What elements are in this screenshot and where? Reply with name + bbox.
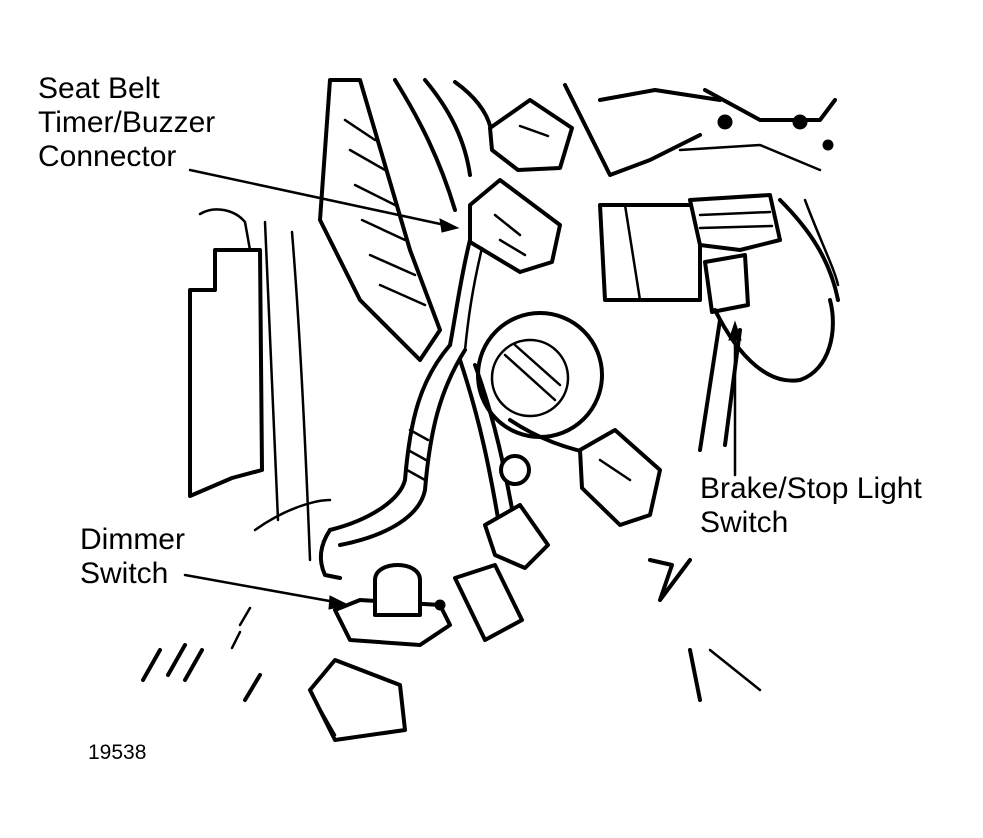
upper-connector <box>488 98 574 172</box>
brake-switch-connector <box>688 193 782 252</box>
dimmer-switch-label: Dimmer Switch <box>80 525 185 589</box>
brake-light-switch <box>703 253 750 314</box>
ignition-switch <box>476 311 604 439</box>
brake-light-switch-label: Brake/Stop Light Switch <box>700 474 922 538</box>
seat-belt-arrowhead <box>439 218 460 233</box>
seat-belt-connector <box>468 178 562 274</box>
floor-plate <box>308 658 407 742</box>
label-line: Brake/Stop Light <box>700 472 922 505</box>
kick-panel-edge <box>198 208 252 252</box>
label-line: Connector <box>38 140 177 173</box>
lower-connector <box>483 503 550 570</box>
seat-belt-connector-label: Seat Belt Timer/Buzzer Connector <box>38 74 215 172</box>
figure-number: 19538 <box>88 741 147 764</box>
leader-arrows <box>183 168 742 610</box>
label-line: Switch <box>80 557 169 590</box>
label-line: Timer/Buzzer <box>38 106 216 139</box>
dimmer-leader <box>183 573 337 604</box>
dimmer-arrowhead <box>328 595 350 610</box>
brake-bracket <box>598 203 702 302</box>
seat-belt-leader <box>188 168 447 227</box>
label-line: Seat Belt <box>38 72 160 105</box>
label-line: Dimmer <box>80 523 185 556</box>
main-harness <box>328 343 452 532</box>
side-connector <box>578 428 662 527</box>
brake-switch-arrowhead <box>728 320 742 341</box>
seat-belt-harness <box>448 238 472 347</box>
dimmer-connector <box>453 563 524 642</box>
label-line: Switch <box>700 506 789 539</box>
steering-column <box>318 78 442 362</box>
kick-panel <box>188 248 264 498</box>
dimmer-switch-knob <box>373 563 422 617</box>
